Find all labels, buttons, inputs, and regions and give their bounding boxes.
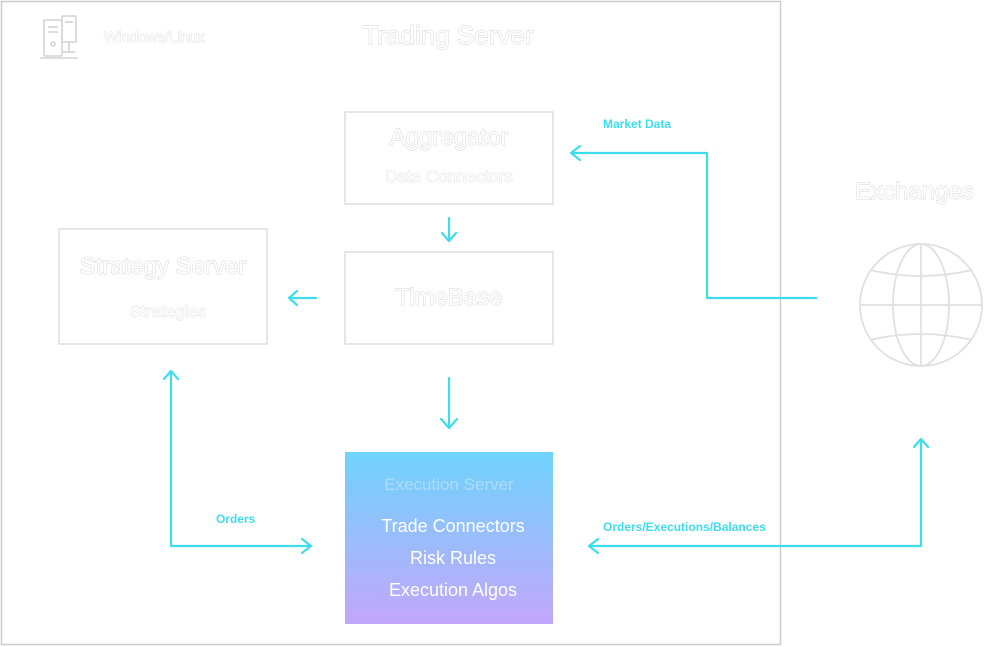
execution-server-title: Execution Server	[384, 475, 514, 494]
execution-item-trade-connectors: Trade Connectors	[381, 516, 524, 536]
arrow-execution-exchanges	[587, 437, 930, 555]
aggregator-box	[344, 111, 554, 205]
aggregator-subtitle: Data Connectors	[385, 167, 513, 186]
label-orders-executions-balances: Orders/Executions/Balances	[603, 520, 766, 534]
arrow-timebase-to-execution	[439, 376, 459, 430]
strategy-server-box	[58, 228, 268, 345]
label-orders: Orders	[216, 512, 256, 526]
arrow-timebase-to-strategy	[287, 289, 318, 307]
arrow-aggregator-to-timebase	[440, 216, 458, 243]
timebase-box	[344, 251, 554, 345]
aggregator-title: Aggregator	[390, 124, 509, 151]
arrow-strategy-execution-orders	[162, 369, 313, 555]
timebase-title: TimeBase	[395, 284, 502, 311]
server-computer-icon	[40, 15, 78, 59]
arrow-exchanges-to-aggregator	[569, 144, 818, 300]
trading-server-frame	[0, 0, 782, 646]
strategy-server-subtitle: Strategies	[130, 302, 207, 321]
execution-server-box	[345, 452, 553, 624]
trading-server-title: Trading Server	[363, 20, 534, 50]
execution-item-risk-rules: Risk Rules	[410, 548, 496, 568]
strategy-server-title: Strategy Server	[80, 253, 247, 280]
execution-item-execution-algos: Execution Algos	[389, 580, 517, 600]
globe-icon	[859, 243, 983, 367]
label-market-data: Market Data	[603, 117, 671, 131]
exchanges-title: Exchanges	[855, 178, 974, 205]
os-label: Windows/Linux	[104, 29, 205, 46]
